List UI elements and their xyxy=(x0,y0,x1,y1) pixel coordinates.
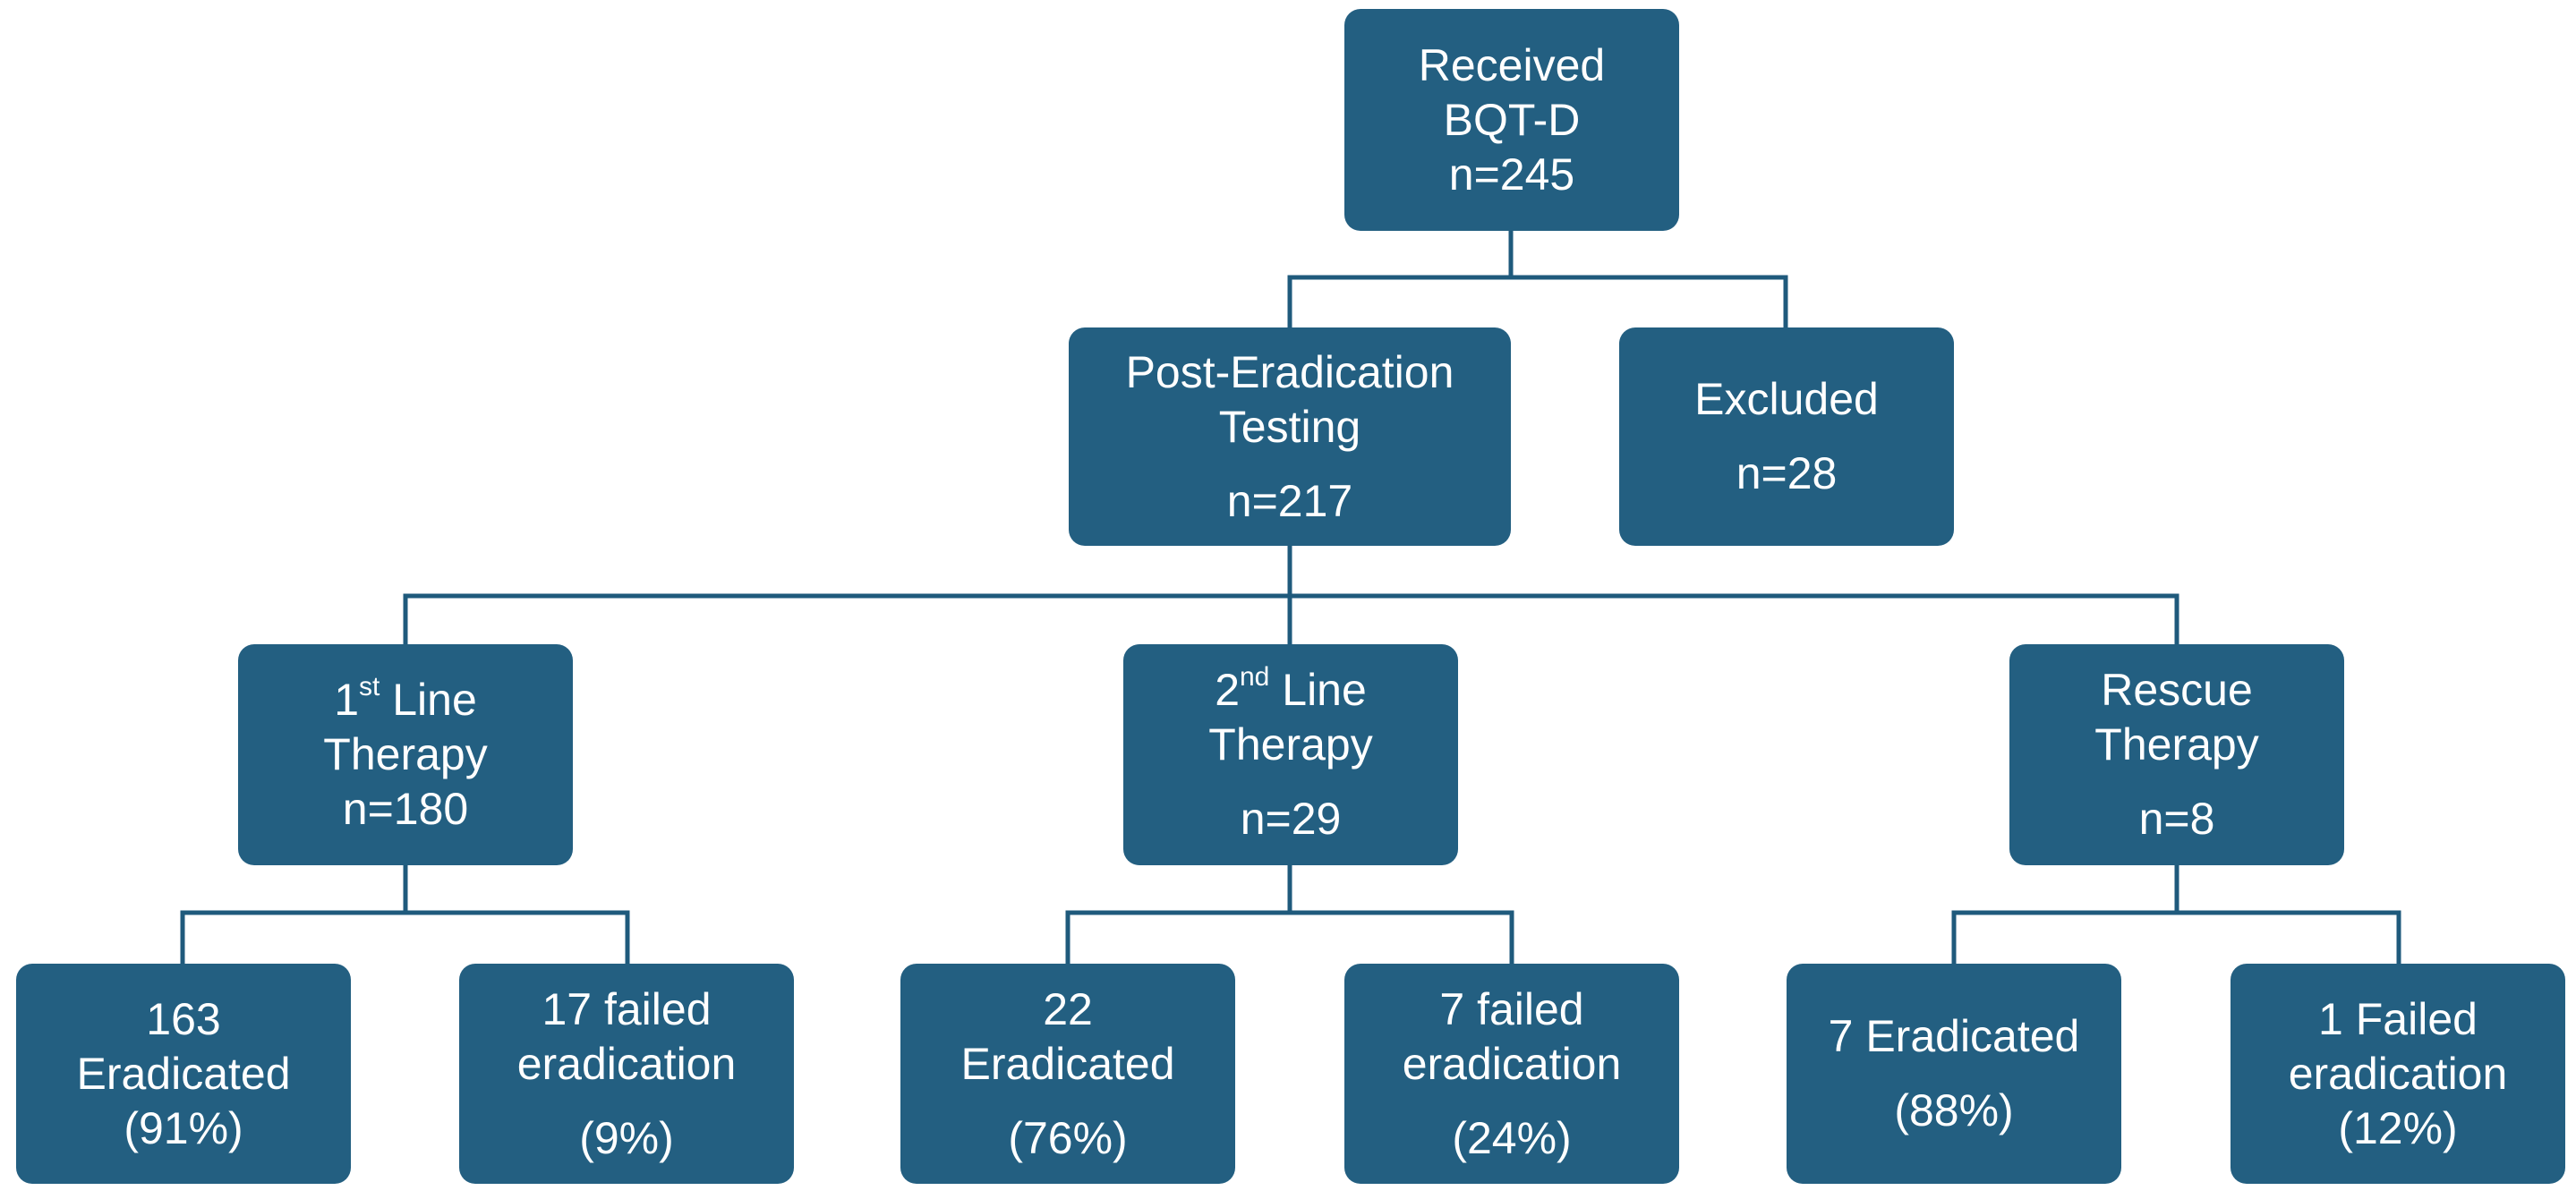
node-second-fail-line2: eradication xyxy=(1402,1038,1622,1089)
node-second-eradicated: 22 Eradicated (76%) xyxy=(900,964,1235,1184)
node-received-line1: Received xyxy=(1418,39,1606,90)
node-first-erad-pct: (91%) xyxy=(124,1102,243,1153)
node-second-line1: 2nd Line xyxy=(1215,662,1367,715)
node-post-count: n=217 xyxy=(1226,475,1353,526)
node-rescue-count: n=8 xyxy=(2138,794,2215,844)
node-second-count: n=29 xyxy=(1240,794,1342,844)
node-first-fail-pct: (9%) xyxy=(579,1112,674,1163)
node-first-erad-line1: 163 xyxy=(146,993,221,1044)
node-rescue-line2: Therapy xyxy=(2094,719,2259,770)
node-rescue-line1: Rescue xyxy=(2101,665,2253,715)
node-first-fail-line2: eradication xyxy=(516,1038,737,1089)
node-second-failed: 7 failed eradication (24%) xyxy=(1344,964,1679,1184)
node-received-count: n=245 xyxy=(1448,149,1575,200)
node-first-line1: 1st Line xyxy=(334,672,477,725)
node-excluded: Excluded n=28 xyxy=(1619,327,1954,546)
node-first-count: n=180 xyxy=(342,784,469,834)
node-second-erad-pct: (76%) xyxy=(1008,1112,1128,1163)
node-second-line-therapy: 2nd Line Therapy n=29 xyxy=(1123,644,1458,865)
node-first-line-therapy: 1st Line Therapy n=180 xyxy=(238,644,573,865)
node-second-erad-line2: Eradicated xyxy=(960,1038,1175,1089)
node-post-eradication-testing: Post-Eradication Testing n=217 xyxy=(1069,327,1511,546)
node-post-line2: Testing xyxy=(1218,401,1361,452)
node-second-fail-pct: (24%) xyxy=(1452,1112,1572,1163)
node-rescue-eradicated: 7 Eradicated (88%) xyxy=(1787,964,2121,1184)
node-first-erad-line2: Eradicated xyxy=(76,1048,291,1099)
node-second-erad-line1: 22 xyxy=(1043,983,1093,1034)
node-rescue-fail-line1: 1 Failed xyxy=(2318,993,2478,1044)
node-received-bqtd: Received BQT-D n=245 xyxy=(1344,9,1679,231)
node-second-fail-line1: 7 failed xyxy=(1439,983,1584,1034)
node-first-fail-line1: 17 failed xyxy=(542,983,712,1034)
node-excluded-line1: Excluded xyxy=(1694,374,1879,424)
node-rescue-therapy: Rescue Therapy n=8 xyxy=(2009,644,2344,865)
node-first-line2: Therapy xyxy=(323,729,488,779)
node-post-line1: Post-Eradication xyxy=(1125,346,1454,397)
node-first-failed: 17 failed eradication (9%) xyxy=(459,964,794,1184)
node-rescue-erad-line1: 7 Eradicated xyxy=(1828,1011,2080,1061)
node-received-line2: BQT-D xyxy=(1443,94,1581,145)
node-rescue-fail-pct: (12%) xyxy=(2338,1102,2458,1153)
node-rescue-erad-pct: (88%) xyxy=(1894,1085,2014,1135)
node-rescue-fail-line2: eradication xyxy=(2288,1048,2508,1099)
node-second-line2: Therapy xyxy=(1208,719,1373,770)
node-excluded-count: n=28 xyxy=(1736,448,1838,498)
node-first-eradicated: 163 Eradicated (91%) xyxy=(16,964,351,1184)
node-rescue-failed: 1 Failed eradication (12%) xyxy=(2231,964,2565,1184)
